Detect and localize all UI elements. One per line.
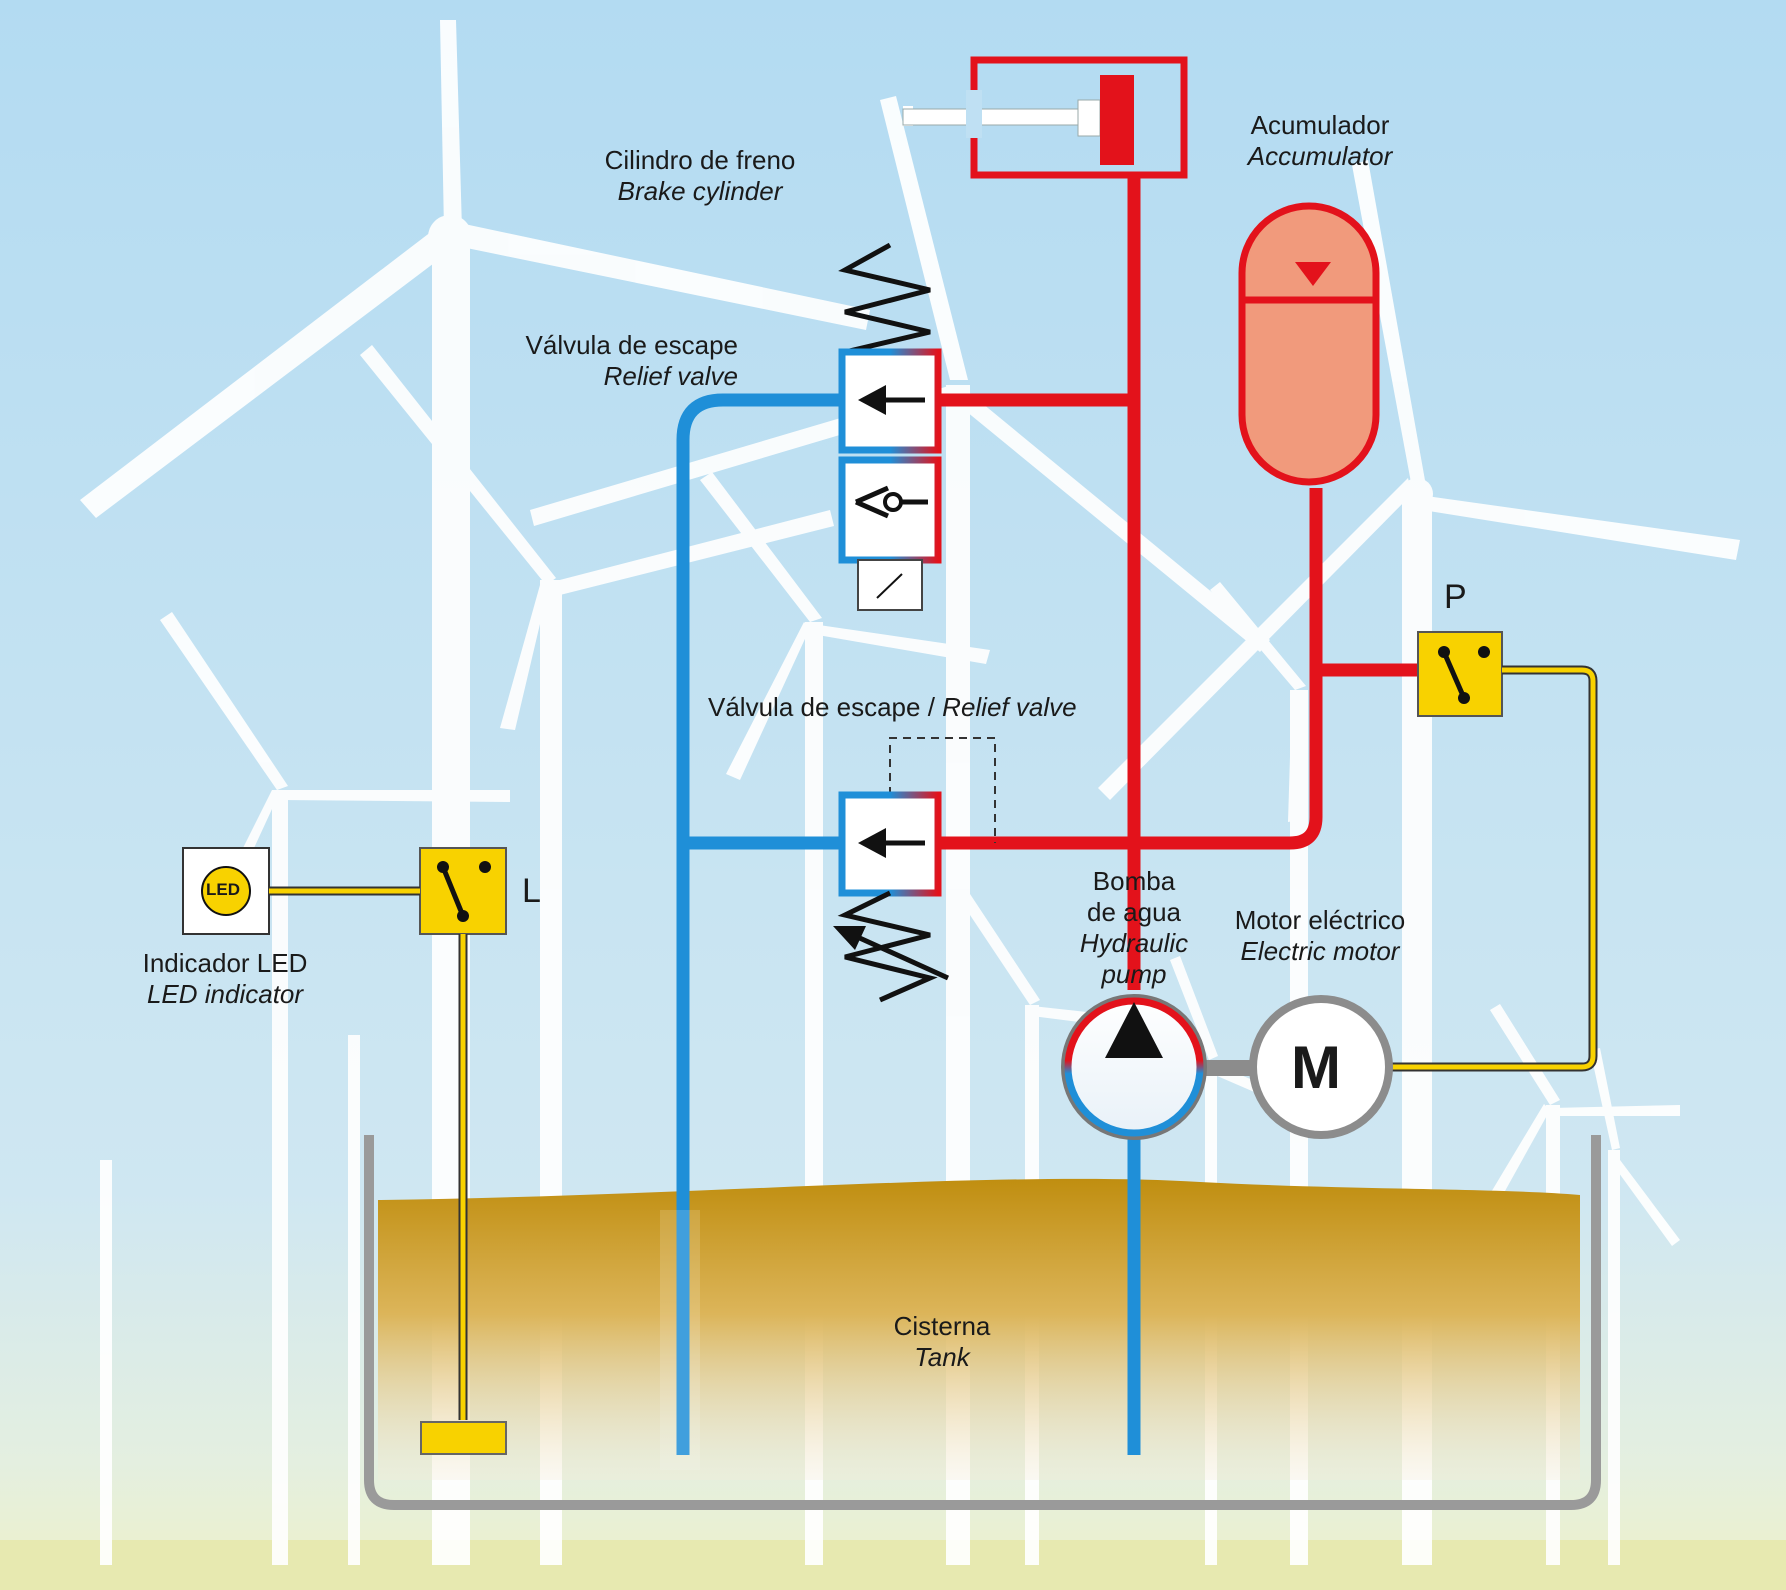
relief-valve-mid-label: Válvula de escape / Relief valve: [708, 692, 1077, 722]
pressure-switch-p: [1417, 631, 1503, 717]
led-indicator: [182, 847, 270, 935]
tank-outline: [364, 1135, 1601, 1510]
brake-cylinder: [902, 56, 1188, 179]
relief-valve-mid: [833, 737, 996, 1003]
level-switch-l: [419, 847, 507, 935]
electric-motor-label: Motor eléctrico Electric motor: [1234, 905, 1406, 966]
switch-l-label: L: [522, 872, 541, 910]
hydraulic-pump-label: Bomba de agua Hydraulic pump: [1079, 866, 1189, 989]
tank-label: Cisterna Tank: [893, 1311, 991, 1372]
led-indicator-label: Indicador LED LED indicator: [142, 948, 308, 1009]
wind-turbines-background: [80, 20, 1740, 1565]
pressure-lines: [938, 175, 1418, 990]
return-line-fade: [660, 1210, 700, 1470]
accumulator-label: Acumulador Accumulator: [1247, 110, 1393, 171]
brake-cylinder-label: Cilindro de freno Brake cylinder: [604, 145, 796, 206]
led-symbol: LED: [206, 880, 240, 899]
electric-lines-fill: [269, 667, 1596, 1420]
return-lines: [676, 393, 1141, 1455]
field-strip: [0, 1540, 1786, 1590]
switch-p-label: P: [1444, 578, 1467, 616]
relief-valve-top: [838, 242, 942, 611]
hydraulic-pump: [1061, 994, 1254, 1140]
level-float: [420, 1421, 507, 1455]
relief-valve-top-label: Válvula de escape Relief valve: [525, 330, 738, 391]
accumulator: [1238, 202, 1380, 486]
electric-motor: [1249, 995, 1393, 1139]
motor-symbol: M: [1291, 1034, 1341, 1101]
